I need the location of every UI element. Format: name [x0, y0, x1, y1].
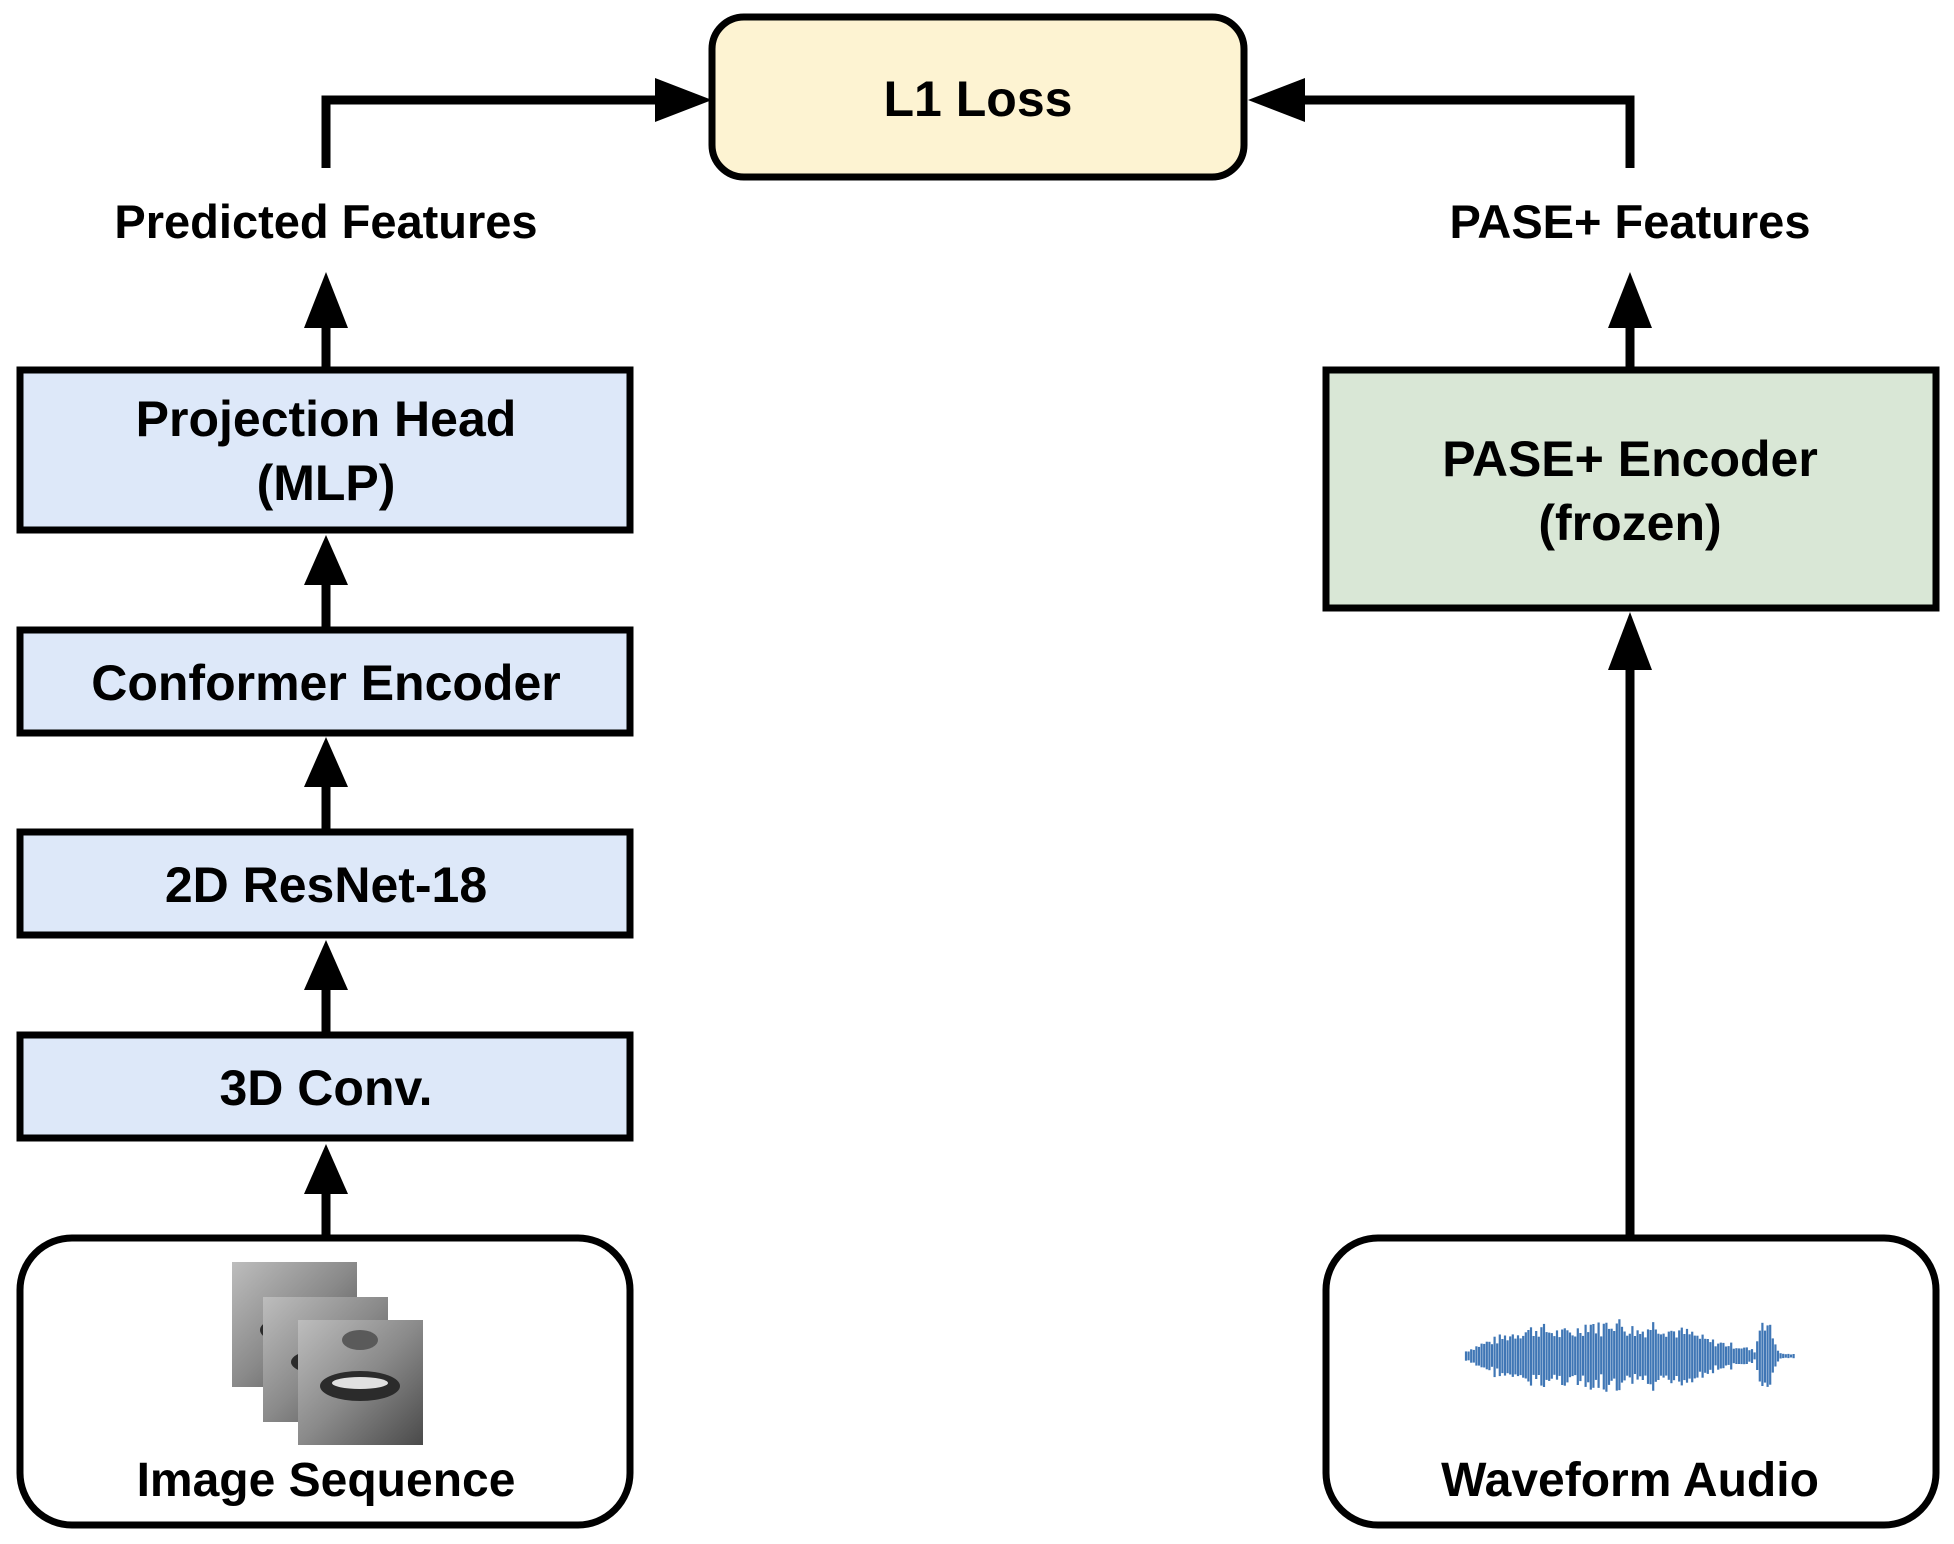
arrowhead-pase — [1608, 272, 1652, 328]
conv3d-block: 3D Conv. — [16, 1031, 634, 1142]
image-sequence-node: Image Sequence — [16, 1234, 634, 1529]
arrowhead-conv — [304, 1144, 348, 1194]
pase-encoder-block: PASE+ Encoder (frozen) — [1322, 366, 1940, 612]
projection-head-box — [16, 366, 634, 534]
waveform-audio-box — [1322, 1234, 1940, 1529]
resnet-block: 2D ResNet-18 — [16, 828, 634, 939]
arrowhead-predicted — [304, 272, 348, 328]
arrowhead-conformer — [304, 737, 348, 787]
projection-head-line1: Projection Head — [136, 391, 517, 447]
arrowhead-encoder — [1608, 612, 1652, 670]
arrowhead-loss-right — [1248, 78, 1305, 122]
waveform-audio-node: Waveform Audio — [1322, 1234, 1940, 1529]
pase-encoder-line2: (frozen) — [1538, 495, 1721, 551]
waveform-audio-label: Waveform Audio — [1441, 1454, 1819, 1507]
arrow-pase-to-loss — [1300, 95, 1635, 168]
pase-features-label: PASE+ Features — [1450, 195, 1811, 248]
conformer-encoder-box — [16, 626, 634, 737]
resnet-label: 2D ResNet-18 — [165, 857, 487, 913]
waveform-icon — [1464, 1319, 1795, 1392]
conv3d-box — [16, 1031, 634, 1142]
loss-node: L1 Loss — [708, 13, 1248, 181]
pase-encoder-box — [1322, 366, 1940, 612]
arrowhead-loss-left — [655, 78, 712, 122]
face-frames-icon — [232, 1262, 423, 1445]
connectors — [321, 95, 1635, 1238]
conformer-encoder-block: Conformer Encoder — [16, 626, 634, 737]
loss-box — [708, 13, 1248, 181]
pase-encoder-line1: PASE+ Encoder — [1442, 431, 1818, 487]
conv3d-label: 3D Conv. — [220, 1060, 433, 1116]
arrow-predicted-to-loss — [321, 95, 662, 168]
face-frame-3 — [298, 1320, 423, 1445]
arrowhead-resnet — [304, 940, 348, 990]
projection-head-line2: (MLP) — [257, 455, 396, 511]
resnet-box — [16, 828, 634, 939]
image-sequence-label: Image Sequence — [137, 1454, 516, 1507]
conformer-encoder-label: Conformer Encoder — [91, 655, 561, 711]
projection-head-block: Projection Head (MLP) — [16, 366, 634, 534]
predicted-features-label: Predicted Features — [114, 195, 537, 248]
arrowheads — [304, 78, 1652, 1194]
arrowhead-head — [304, 535, 348, 585]
loss-label: L1 Loss — [884, 71, 1073, 127]
